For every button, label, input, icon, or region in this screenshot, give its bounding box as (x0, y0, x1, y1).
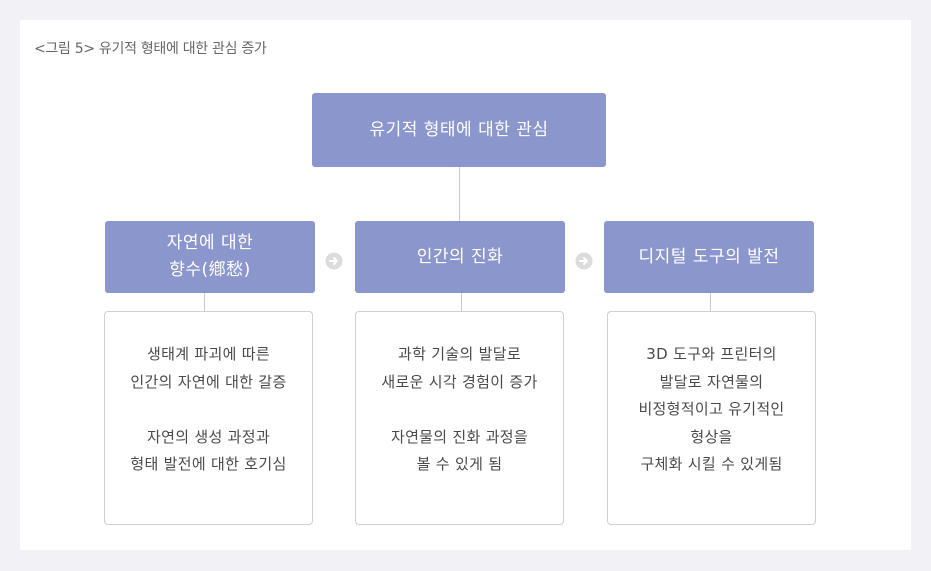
connector-2 (461, 293, 462, 311)
heading-box-evolution: 인간의 진화 (355, 221, 565, 293)
root-connector (459, 167, 460, 221)
body-box-digital-tools: 3D 도구와 프린터의 발달로 자연물의 비정형적이고 유기적인 형상을 구체화… (607, 311, 816, 525)
arrow-right-circle-icon (325, 252, 343, 270)
arrow-right-circle-icon (575, 252, 593, 270)
root-box: 유기적 형태에 대한 관심 (312, 93, 606, 167)
connector-3 (710, 293, 711, 311)
body-box-evolution: 과학 기술의 발달로 새로운 시각 경험이 증가 자연물의 진화 과정을 볼 수… (355, 311, 564, 525)
heading-box-digital-tools: 디지털 도구의 발전 (604, 221, 814, 293)
heading-box-nostalgia: 자연에 대한 향수(鄕愁) (105, 221, 315, 293)
figure-caption: <그림 5> 유기적 형태에 대한 관심 증가 (34, 41, 267, 57)
connector-1 (204, 293, 205, 311)
body-box-nostalgia: 생태계 파괴에 따른 인간의 자연에 대한 갈증 자연의 생성 과정과 형태 발… (104, 311, 313, 525)
